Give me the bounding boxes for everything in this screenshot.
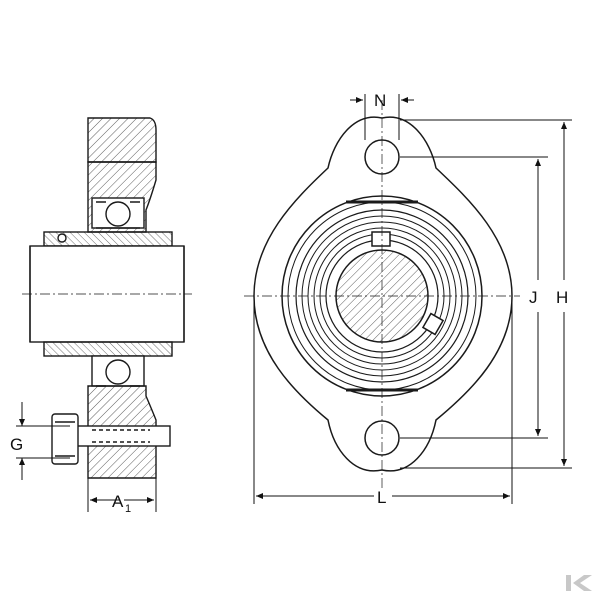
- dimension-l: [253, 300, 513, 504]
- dimension-g: [16, 402, 70, 480]
- label-l: L: [377, 488, 386, 507]
- side-section-view: [22, 117, 192, 479]
- dimension-a1: [87, 478, 157, 512]
- label-j: J: [529, 288, 538, 307]
- dimension-n: [350, 94, 414, 140]
- front-view: [244, 100, 520, 488]
- grub-screw-top: [371, 231, 391, 247]
- top-flange-section: [87, 117, 157, 163]
- lower-inner-ring: [43, 341, 173, 357]
- label-h: H: [556, 288, 568, 307]
- brand-logo-icon: [566, 575, 592, 591]
- label-g: G: [10, 435, 23, 454]
- mounting-bolt: [69, 425, 171, 447]
- lower-bearing-ball: [105, 359, 131, 385]
- upper-bearing-ball: [105, 201, 131, 227]
- grub-screw-side: [421, 312, 445, 336]
- label-a: A: [112, 492, 124, 511]
- label-n: N: [374, 91, 386, 110]
- label-a-subscript: 1: [125, 503, 131, 515]
- dimension-j: [400, 156, 548, 439]
- dimension-h: [400, 119, 572, 469]
